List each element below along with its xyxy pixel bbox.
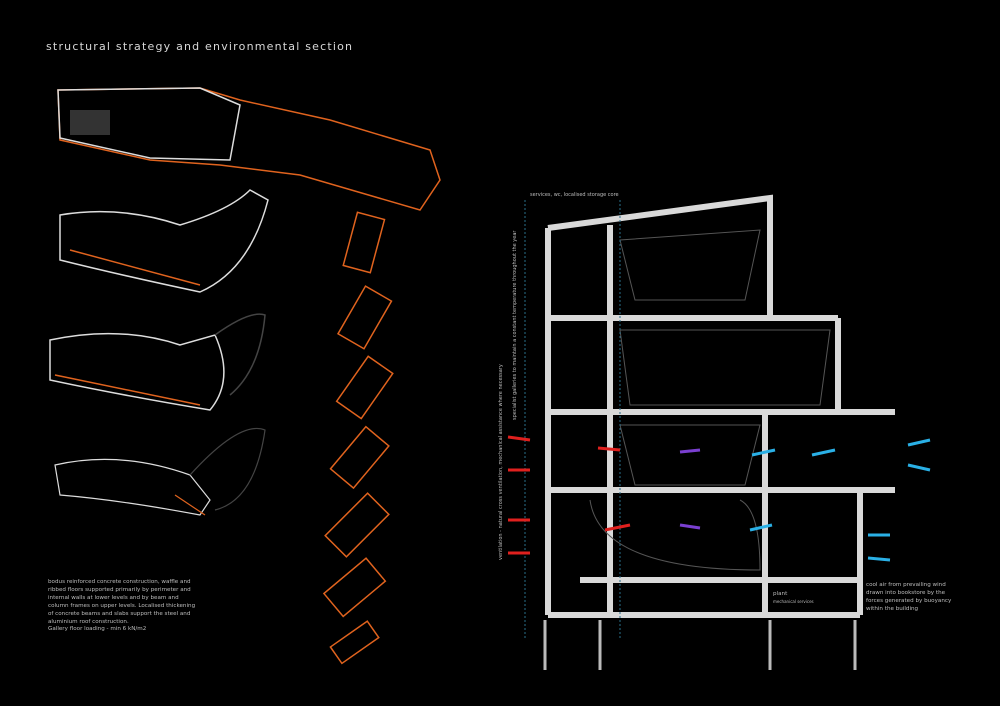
piles [543,620,857,670]
section-interior-lines [524,200,831,640]
floor-plan-level-3 [59,189,269,293]
mixed-air-arrows-icon [679,448,701,530]
structure-note: bodus reinforced concrete construction, … [48,579,196,625]
drawing-title: structural strategy and environmental se… [46,40,354,53]
floor-plan-roof [57,87,441,211]
plant-sub-label: mechanical services [773,599,814,604]
floor-loading-note: Gallery floor loading - min 6 kN/m2 [48,626,147,632]
cool-air-note: cool air from prevailing wind drawn into… [866,582,952,612]
warm-air-arrows-icon [507,435,631,555]
ventilation-note: ventilation - natural cross ventilation,… [498,364,504,560]
floor-plan-level-2 [49,313,266,411]
gallery-note: specialist galleries to maintain a const… [512,230,518,420]
column-foundation-pads [322,211,394,665]
plant-label: plant [773,591,788,597]
floor-plan-level-1 [54,428,266,516]
services-label: services, wc, localised storage core [530,192,619,198]
cool-air-arrows-icon [749,438,931,562]
environmental-section [545,194,895,618]
